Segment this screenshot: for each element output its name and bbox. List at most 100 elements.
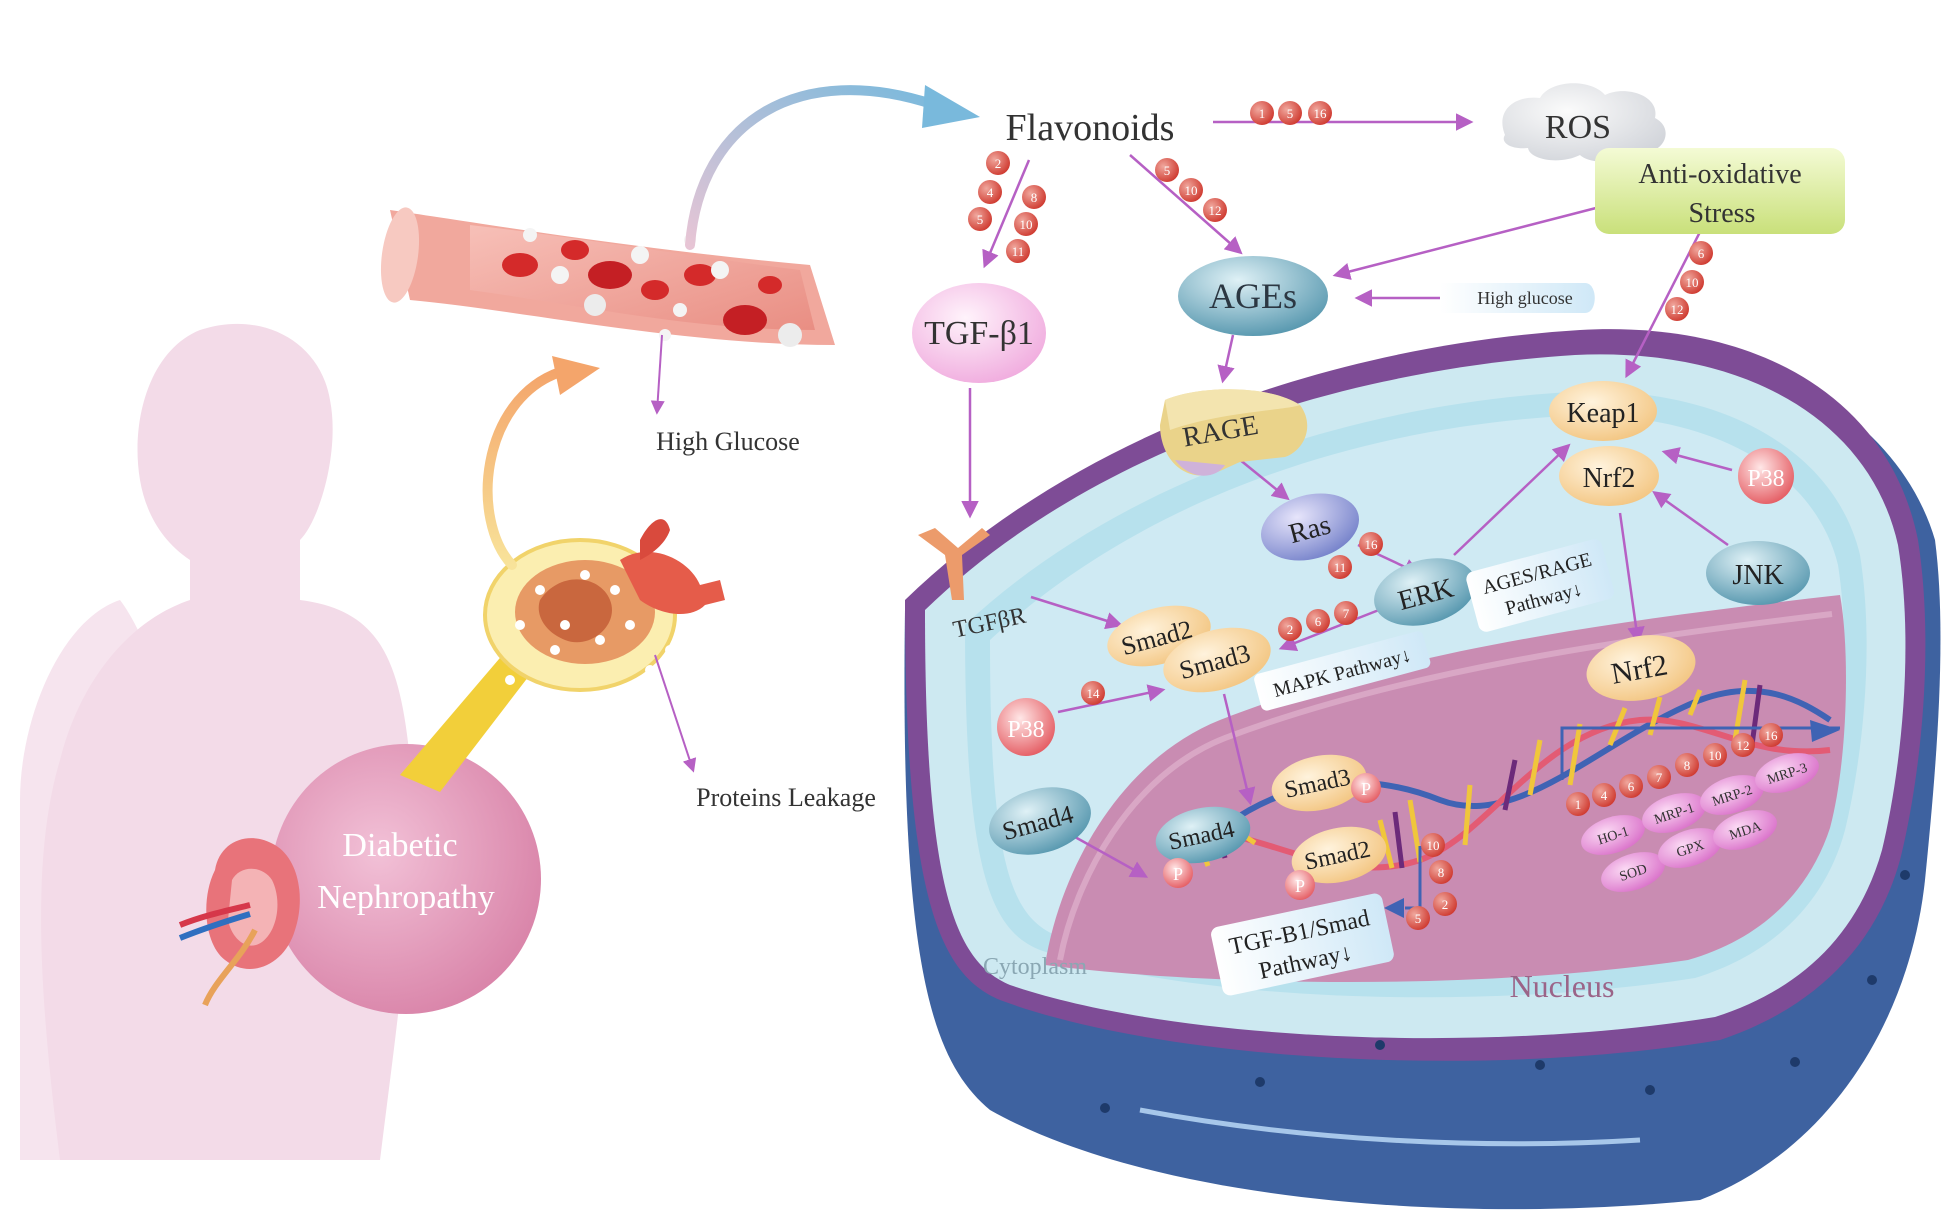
reference-badge-number: 8 — [1438, 865, 1445, 880]
reference-badge-number: 12 — [1209, 203, 1222, 218]
reference-badge-number: 5 — [1287, 106, 1294, 121]
svg-text:P: P — [1173, 864, 1183, 884]
nrf2-label: Nrf2 — [1583, 463, 1636, 494]
reference-badge: 4 — [978, 180, 1002, 204]
reference-badge: 11 — [1328, 555, 1352, 579]
nucleus-label: Nucleus — [1510, 968, 1615, 1004]
ages-node: AGEs — [1178, 256, 1328, 336]
reference-badge-number: 1 — [1575, 797, 1582, 812]
high-glucose-tag: High glucose — [1440, 283, 1595, 313]
marker-pills: HO-1 MRP-1 MRP-2 MRP-3 SOD GPX MDA — [1581, 753, 1819, 892]
marker-mrp3: MRP-3 — [1755, 753, 1819, 793]
marker-ho1: HO-1 — [1581, 815, 1645, 855]
reference-badge: 14 — [1081, 681, 1105, 705]
flavonoids-label: Flavonoids — [1006, 107, 1175, 149]
reference-badge-number: 2 — [1442, 897, 1449, 912]
reference-badge-number: 5 — [1164, 163, 1171, 178]
high-glucose-label: High Glucose — [656, 427, 800, 456]
smad3-nucleus-node: Smad3 — [1271, 754, 1367, 812]
kidney-illustration — [178, 838, 300, 1007]
reference-badge: 1 — [1566, 792, 1590, 816]
marker-mrp2: MRP-2 — [1700, 775, 1764, 815]
reference-badge: 2 — [1433, 892, 1457, 916]
rage-node: RAGE — [1160, 389, 1308, 476]
zoom-beam — [400, 652, 532, 792]
reference-badge: 6 — [1619, 774, 1643, 798]
reference-badge: 16 — [1308, 101, 1332, 125]
reference-badge-number: 5 — [1415, 911, 1422, 926]
ros-label: ROS — [1545, 109, 1611, 146]
smad4-nucleus-node: Smad4 — [1155, 806, 1251, 864]
smad3-node: Smad3 — [1163, 627, 1271, 693]
reference-badge-number: 4 — [987, 185, 994, 200]
svg-text:P: P — [1361, 779, 1371, 799]
tgf-b1-label: TGF-β1 — [924, 315, 1034, 352]
reference-badge-number: 8 — [1684, 758, 1691, 773]
nrf2-nucleus-node: Nrf2 — [1586, 635, 1696, 701]
reference-badge: 5 — [1278, 101, 1302, 125]
reference-badge-number: 14 — [1087, 686, 1101, 701]
reference-badge-number: 11 — [1334, 560, 1347, 575]
reference-badge-number: 8 — [1031, 190, 1038, 205]
reference-badge-number: 2 — [1287, 622, 1294, 637]
p38-left-node: P38 — [997, 698, 1055, 756]
nrf2-node: Nrf2 — [1559, 446, 1659, 506]
reference-badge: 16 — [1759, 723, 1783, 747]
anti-oxidative-label: Anti-oxidative — [1638, 159, 1801, 190]
reference-badge-number: 6 — [1628, 779, 1635, 794]
p38-right-label: P38 — [1747, 466, 1784, 492]
reference-badge: 8 — [1022, 185, 1046, 209]
reference-badge: 12 — [1731, 733, 1755, 757]
reference-badge: 10 — [1179, 178, 1203, 202]
marker-mrp1: MRP-1 — [1642, 793, 1706, 833]
reference-badge-number: 5 — [977, 212, 984, 227]
reference-badge-number: 10 — [1020, 217, 1033, 232]
human-silhouette — [20, 323, 413, 1160]
reference-badge: 6 — [1306, 609, 1330, 633]
p38-left-label: P38 — [1007, 717, 1044, 743]
proteins-leakage-label: Proteins Leakage — [696, 783, 876, 812]
diabetic-nephropathy-circle: Diabetic Nephropathy — [271, 744, 541, 1014]
reference-badge-number: 10 — [1185, 183, 1198, 198]
nephropathy-label: Nephropathy — [317, 879, 495, 916]
reference-badge: 10 — [1014, 212, 1038, 236]
smad4-node: Smad4 — [989, 787, 1091, 855]
reference-badge: 12 — [1203, 198, 1227, 222]
reference-badge: 4 — [1592, 783, 1616, 807]
reference-badge: 2 — [1278, 617, 1302, 641]
anti-oxidative-stress-box: Anti-oxidative Stress — [1595, 148, 1845, 234]
smad2-nucleus-node: Smad2 — [1291, 826, 1387, 884]
reference-badge: 11 — [1006, 239, 1030, 263]
marker-sod: SOD — [1601, 852, 1665, 892]
reference-badge: 7 — [1647, 765, 1671, 789]
marker-mda: MDA — [1713, 810, 1777, 850]
reference-badge-number: 7 — [1656, 770, 1663, 785]
reference-badge-number: 10 — [1427, 838, 1440, 853]
diabetic-label: Diabetic — [342, 827, 457, 864]
glomerulus-illustration — [483, 519, 725, 695]
blood-vessel-illustration — [380, 207, 835, 347]
reference-badge-number: 10 — [1686, 275, 1699, 290]
reference-badge-number: 6 — [1698, 246, 1705, 261]
reference-badge: 10 — [1703, 743, 1727, 767]
ros-cloud: ROS — [1502, 83, 1666, 163]
reference-badge: 5 — [1155, 158, 1179, 182]
reference-badge-number: 1 — [1259, 106, 1266, 121]
jnk-label: JNK — [1732, 560, 1783, 591]
reference-badge: 2 — [986, 151, 1010, 175]
reference-badge-number: 10 — [1709, 748, 1722, 763]
reference-badge-number: 16 — [1314, 106, 1328, 121]
ages-rage-pathway-box: AGES/RAGE Pathway↓ — [1466, 539, 1615, 632]
p38-right-node: P38 — [1738, 448, 1794, 504]
keap1-label: Keap1 — [1566, 398, 1639, 429]
high-glucose-tag-label: High glucose — [1477, 288, 1572, 308]
reference-badge: 6 — [1689, 241, 1713, 265]
reference-badge: 10 — [1680, 270, 1704, 294]
reference-badge: 5 — [1406, 906, 1430, 930]
glomerulus-to-vessel-arrow — [482, 367, 565, 570]
reference-badge-number: 12 — [1671, 302, 1684, 317]
marker-gpx: GPX — [1658, 828, 1722, 868]
ras-node: Ras — [1260, 493, 1360, 561]
reference-badge: 16 — [1359, 532, 1383, 556]
